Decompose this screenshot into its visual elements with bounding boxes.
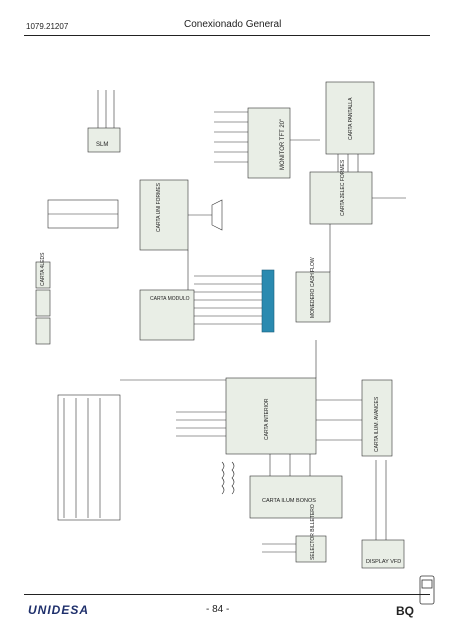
page-number: - 84 - (206, 604, 230, 615)
carta-ilum-avances-block (361, 379, 393, 457)
model-code: BQ (396, 604, 414, 618)
transformer-icon (221, 461, 235, 495)
speaker-icon (211, 199, 223, 231)
header-rule (24, 35, 430, 36)
display-vfd-block (361, 539, 405, 569)
carta-interior-label: CARTA INTERIOR (264, 398, 270, 440)
selector-block (295, 535, 327, 563)
carta-modulo-label: CARTA MODULO (150, 296, 190, 302)
carta-ilum-bonos-block (249, 475, 343, 519)
slm-label: SLM (96, 142, 108, 148)
carta-pantalla-block (325, 81, 375, 155)
carta-pantalla-label: CARTA PANTALLA (348, 97, 354, 140)
selector-label: SELECTOR BILLETERO (310, 504, 316, 560)
left-connector-block (57, 394, 121, 521)
carta-4leds-label: CARTA 4LEDS (40, 252, 46, 286)
carta-uniformes-block (139, 179, 189, 251)
carta-ilum-avances-label: CARTA ILUM. AVANCES (374, 396, 380, 452)
display-vfd-label: DISPLAY VFD (366, 559, 401, 565)
module-left-2 (35, 289, 51, 317)
document-code: 1079.21207 (26, 22, 69, 31)
module-left-1 (35, 261, 51, 289)
module-left-3 (35, 317, 51, 345)
cabinet-icon (419, 575, 435, 605)
carta-uniformes-label: CARTA UNI FORMES (156, 182, 162, 232)
unidesa-logo: UNIDESA (28, 603, 90, 617)
monitor-block (247, 107, 291, 179)
slm-block (87, 127, 121, 153)
carta-modulo-block (139, 289, 195, 341)
monitor-label: MONITOR TFT 20" (280, 119, 286, 170)
carta-interior-block (225, 377, 317, 455)
monedero-block (295, 271, 331, 323)
footer-rule (24, 594, 430, 595)
carta-ilum-bonos-label: CARTA ILUM BONOS (262, 498, 316, 504)
monedero-label: MONEDERO CASH FLOW (310, 257, 316, 318)
page-title: Conexionado General (184, 19, 282, 30)
blue-bus-bar (261, 269, 275, 333)
carta-2elec-label: CARTA 2ELEC FORMES (340, 159, 346, 216)
